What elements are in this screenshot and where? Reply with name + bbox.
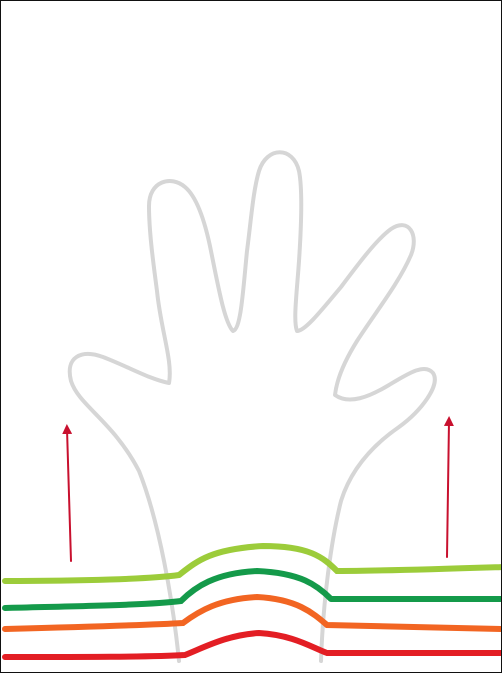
hand-outline: [70, 152, 435, 661]
right-up-arrow: [447, 421, 449, 557]
layer-lime: [5, 546, 502, 581]
left-up-arrow: [67, 429, 71, 561]
layer-red: [5, 633, 502, 657]
layer-green: [5, 571, 502, 608]
